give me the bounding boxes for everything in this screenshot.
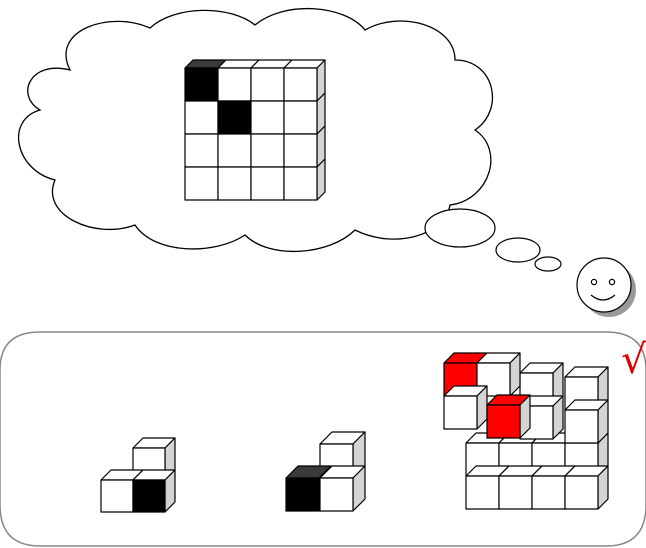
option-2-cube-right bbox=[320, 466, 365, 511]
grid-cell-0-2 bbox=[251, 68, 284, 101]
cube-front bbox=[565, 476, 598, 509]
option-3-right-cube bbox=[565, 400, 608, 443]
option-1-cubes[interactable] bbox=[101, 438, 175, 512]
cube-front bbox=[444, 396, 477, 429]
grid-cell-3-2 bbox=[251, 167, 284, 200]
option-3-cubes[interactable] bbox=[444, 353, 608, 509]
grid-cell-0-1 bbox=[218, 68, 251, 101]
grid-cell-0-0 bbox=[185, 68, 218, 101]
option-3-lower-cube bbox=[444, 386, 487, 429]
grid-cell-3-3 bbox=[284, 167, 317, 200]
cube-front bbox=[499, 476, 532, 509]
option-2-cubes[interactable] bbox=[286, 432, 365, 511]
target-grid bbox=[185, 60, 325, 200]
grid-cell-1-3 bbox=[284, 101, 317, 134]
grid-cell-2-1 bbox=[218, 134, 251, 167]
cube-front bbox=[487, 405, 520, 438]
grid-cell-3-0 bbox=[185, 167, 218, 200]
grid-cell-1-1 bbox=[218, 101, 251, 134]
thought-bubble-large bbox=[425, 209, 495, 247]
smiley-face bbox=[577, 258, 636, 317]
grid-cell-1-2 bbox=[251, 101, 284, 134]
grid-cell-2-3 bbox=[284, 134, 317, 167]
thought-bubble-small bbox=[535, 257, 561, 271]
grid-cell-3-1 bbox=[218, 167, 251, 200]
thought-bubble-medium bbox=[496, 238, 540, 262]
grid-cell-1-0 bbox=[185, 101, 218, 134]
grid-side-3 bbox=[317, 159, 325, 200]
option-3-red-cube-bottom bbox=[487, 395, 530, 438]
cube-front bbox=[101, 480, 133, 512]
option-3-base-cube bbox=[565, 466, 608, 509]
cube-front bbox=[320, 478, 353, 511]
correct-checkmark: √ bbox=[621, 340, 646, 380]
cube-front bbox=[466, 476, 499, 509]
grid-cell-0-3 bbox=[284, 68, 317, 101]
grid-cell-2-0 bbox=[185, 134, 218, 167]
cube-front bbox=[133, 480, 165, 512]
grid-cell-2-2 bbox=[251, 134, 284, 167]
option-1-cube-black bbox=[133, 470, 175, 512]
cube-front bbox=[532, 476, 565, 509]
cube-front bbox=[286, 478, 319, 511]
cube-front bbox=[565, 410, 598, 443]
